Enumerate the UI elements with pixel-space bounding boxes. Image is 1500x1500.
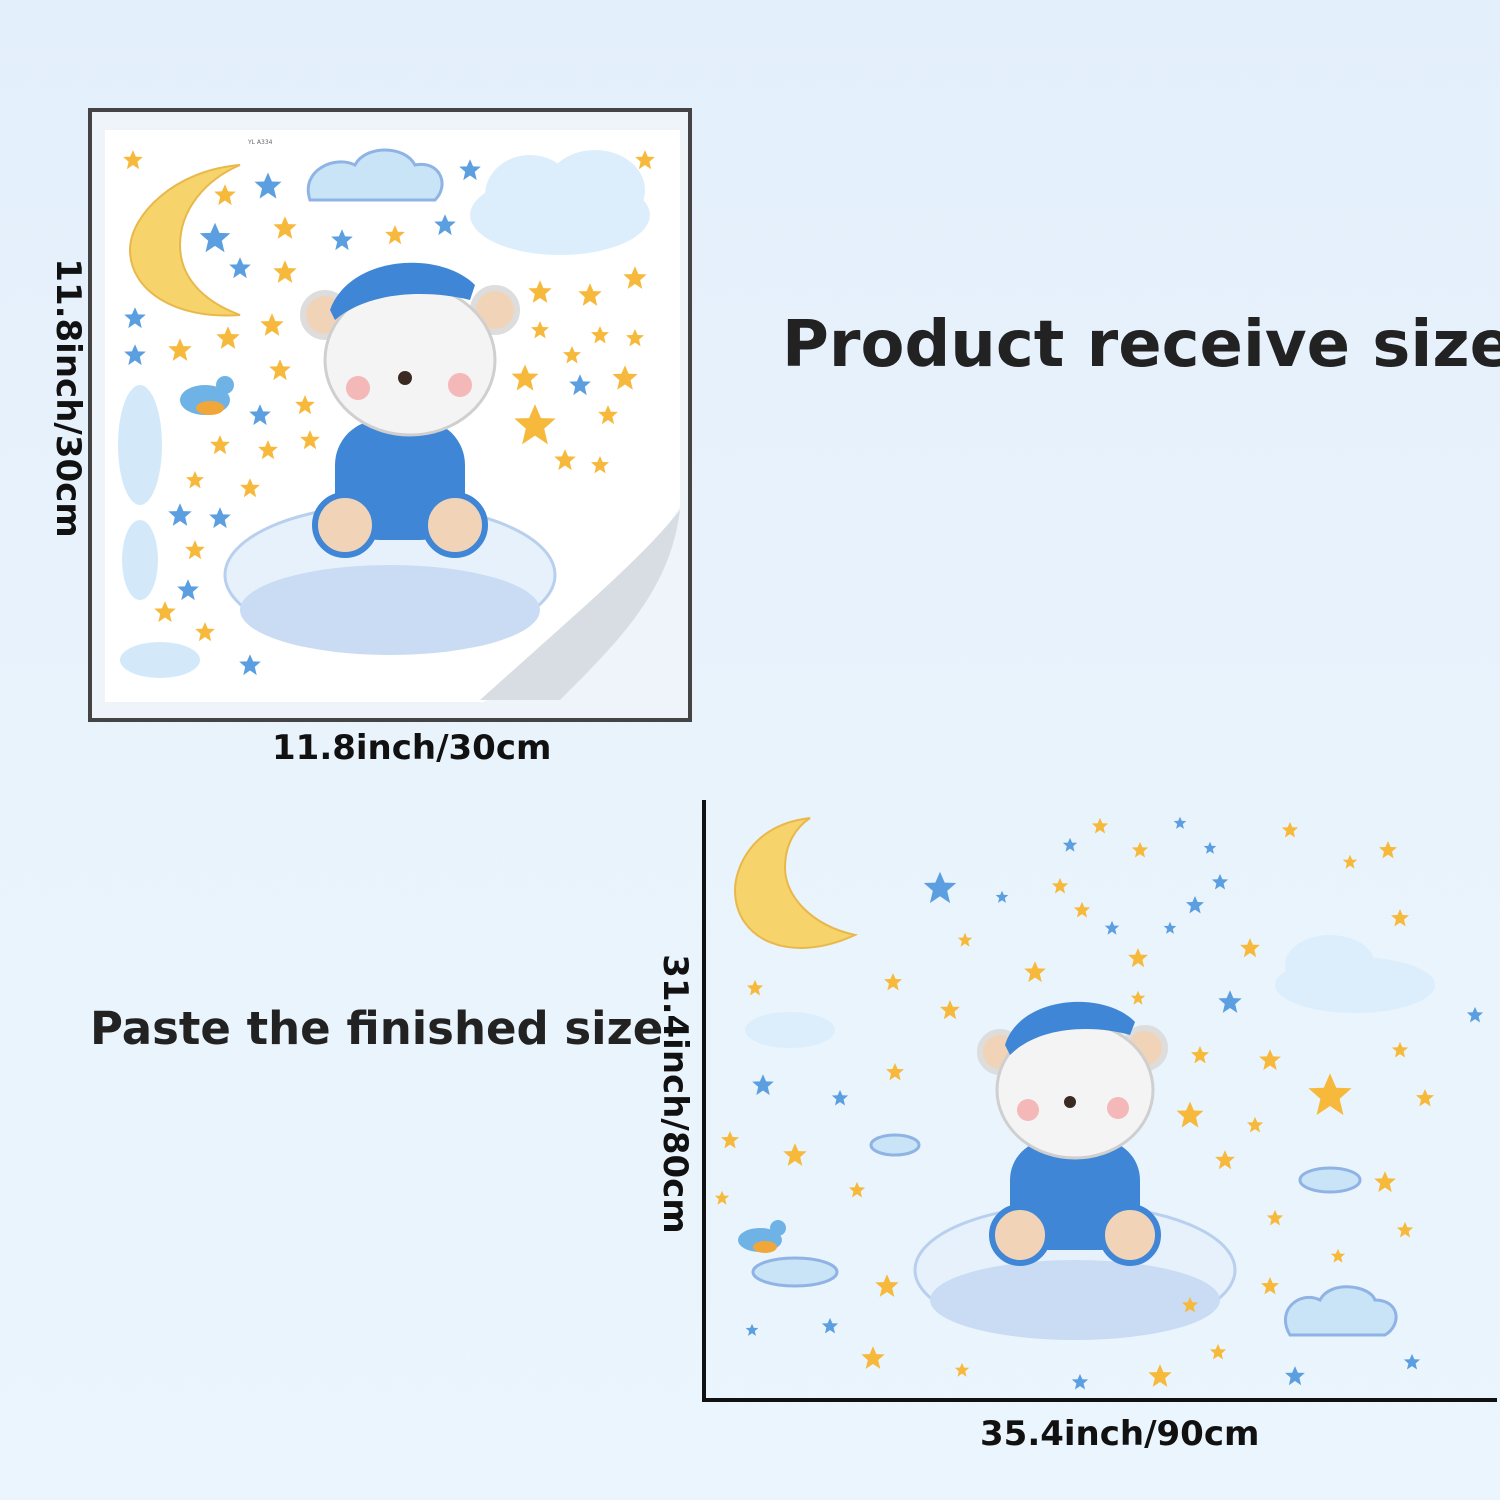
cloud-icon [470, 150, 650, 255]
star-icon [1071, 1373, 1089, 1390]
star-icon [1062, 837, 1078, 852]
star-icon [1191, 1046, 1209, 1064]
star-icon [1215, 1150, 1235, 1170]
star-icon [1374, 1171, 1396, 1193]
star-icon [1403, 1353, 1421, 1370]
finished-width-label: 35.4inch/90cm [980, 1414, 1260, 1454]
bear-illustration [223, 262, 557, 655]
star-icon [752, 1074, 774, 1096]
star-icon [1342, 854, 1358, 869]
heading-paste-finished-size: Paste the finished size [90, 1002, 664, 1055]
star-icon [1379, 841, 1397, 859]
sheet-code: YL A334 [248, 139, 273, 146]
star-icon [783, 1143, 807, 1166]
star-icon [886, 1063, 904, 1081]
star-icon [1259, 1049, 1281, 1071]
finished-axis-horizontal [702, 1398, 1497, 1402]
star-icon [1104, 920, 1120, 935]
star-icon [1281, 821, 1299, 838]
bird-icon [738, 1220, 786, 1253]
star-icon [1131, 841, 1149, 858]
star-icon [1240, 938, 1260, 958]
star-icon [1024, 961, 1046, 983]
star-icon [1186, 896, 1204, 914]
star-icon [1051, 877, 1069, 894]
star-icon [923, 871, 957, 904]
star-icon [1391, 909, 1409, 927]
star-icon [1396, 1221, 1414, 1238]
star-icon [1391, 1041, 1409, 1058]
star-icon [1073, 901, 1091, 918]
star-icon [954, 1362, 970, 1377]
star-icon [1209, 1343, 1227, 1360]
star-icon [875, 1274, 899, 1297]
cloud-icon [306, 148, 444, 202]
star-icon [1261, 1277, 1279, 1295]
star-icon [1163, 921, 1177, 934]
star-icon [1285, 1366, 1305, 1386]
star-icon [1211, 873, 1229, 890]
star-icon [1173, 816, 1187, 829]
star-icon [1466, 1006, 1484, 1023]
star-icon [1130, 990, 1146, 1005]
star-icon [848, 1181, 866, 1198]
star-icon [995, 890, 1009, 903]
star-icon [957, 932, 973, 947]
bear-illustration [913, 1001, 1237, 1340]
star-icon [1176, 1101, 1204, 1128]
star-icon [821, 1317, 839, 1334]
peel-curl [480, 510, 680, 700]
star-icon [714, 1190, 730, 1205]
heading-product-receive-size: Product receive size [782, 308, 1500, 382]
sheet-width-label: 11.8inch/30cm [272, 728, 552, 768]
moon-icon [128, 164, 241, 317]
star-icon [1218, 990, 1242, 1013]
star-icon [940, 1000, 960, 1020]
star-icon [884, 973, 902, 991]
cloud-icon [118, 385, 200, 678]
star-icon [746, 979, 764, 996]
star-icon [1246, 1116, 1264, 1133]
star-icon [831, 1089, 849, 1106]
star-icon [1266, 1209, 1284, 1226]
star-icon [1330, 1248, 1346, 1263]
star-icon [1308, 1073, 1352, 1116]
star-icon [745, 1323, 759, 1336]
star-icon [1416, 1089, 1434, 1107]
star-icon [861, 1346, 885, 1369]
star-icon [1091, 817, 1109, 834]
finished-axis-vertical [702, 800, 706, 1402]
bird-icon [180, 376, 234, 415]
star-icon [1148, 1364, 1172, 1387]
star-icon [721, 1131, 739, 1149]
cloud-icon [751, 1133, 1398, 1337]
star-icon [1128, 948, 1148, 968]
star-icon [1203, 841, 1217, 854]
cloud-icon [745, 935, 1435, 1048]
moon-icon [733, 817, 859, 949]
